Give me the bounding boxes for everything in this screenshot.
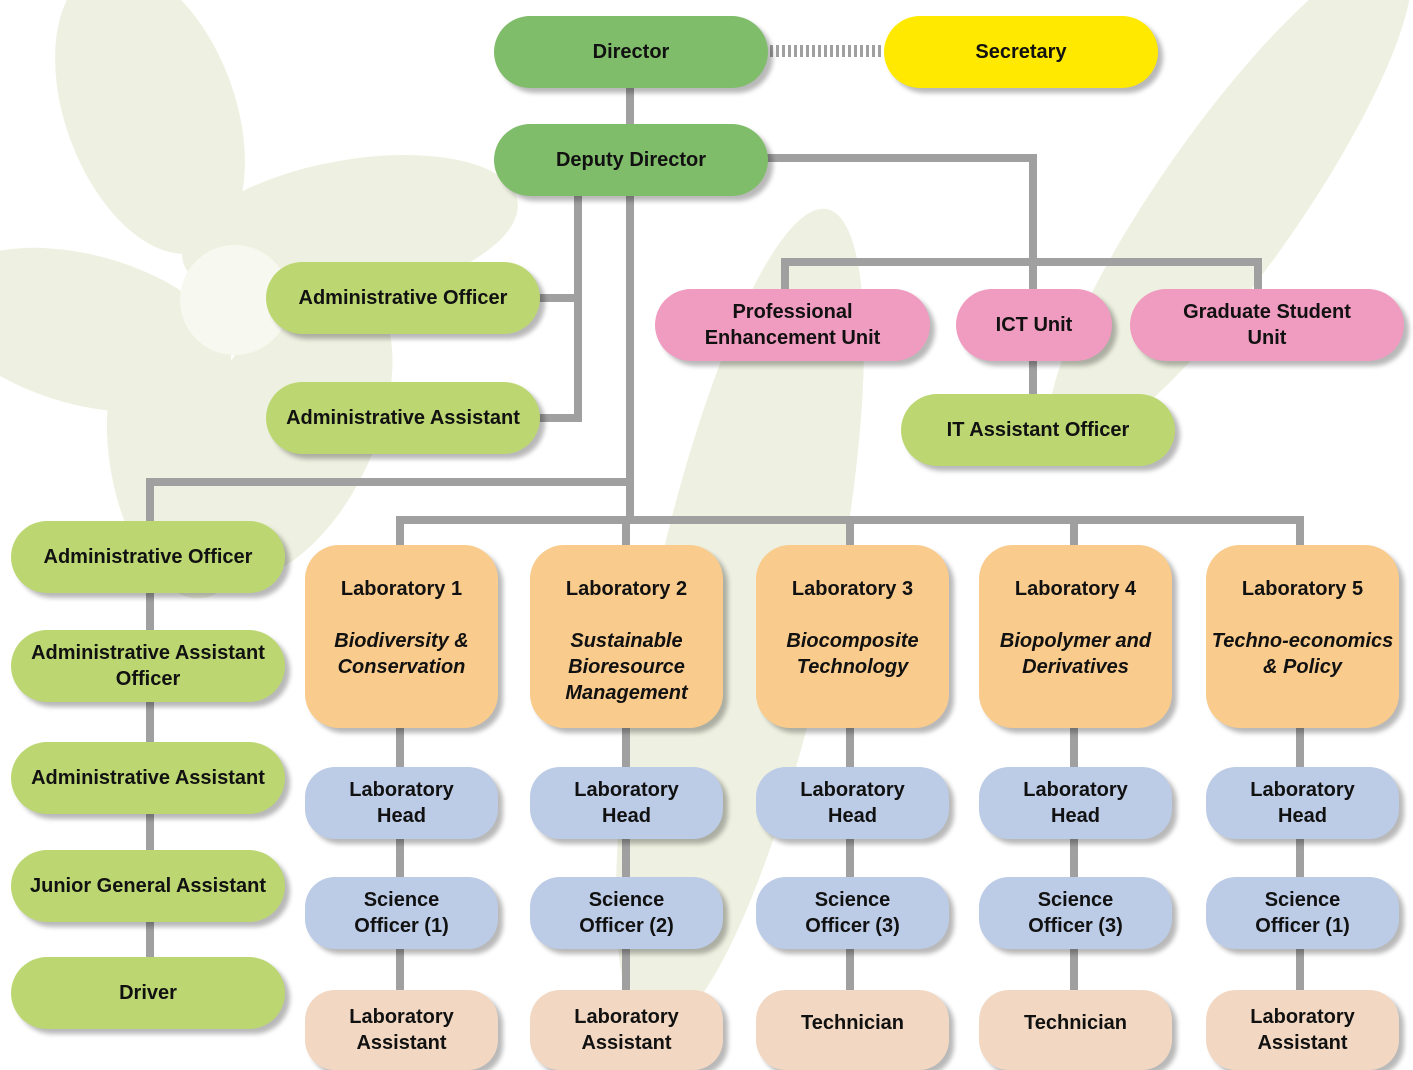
laboratory-2-box: Laboratory 2 Sustainable Bioresource Man… <box>530 545 723 728</box>
support-staff-box: Laboratory Assistant <box>1206 990 1399 1070</box>
professional-enhancement-unit-box: Professional Enhancement Unit <box>655 289 930 361</box>
support-staff-label: Technician <box>1024 1012 1127 1034</box>
laboratory-subtitle: Sustainable Bioresource Management <box>565 630 688 704</box>
laboratory-head-label: Laboratory Head <box>574 779 679 827</box>
laboratory-5-box: Laboratory 5 Techno-economics & Policy <box>1206 545 1399 728</box>
laboratory-head-label: Laboratory Head <box>349 779 454 827</box>
laboratory-1-box: Laboratory 1 Biodiversity & Conservation <box>305 545 498 728</box>
administrative-assistant-upper-box: Administrative Assistant <box>266 382 540 454</box>
it-assistant-officer-label: IT Assistant Officer <box>946 419 1130 441</box>
secretary-label: Secretary <box>975 41 1067 63</box>
admin-column-label: Administrative Officer <box>43 546 253 568</box>
laboratory-3-box: Laboratory 3 Biocomposite Technology <box>756 545 949 728</box>
admin-column-label: Administrative Assistant <box>31 767 265 789</box>
laboratory-title: Laboratory 3 <box>791 578 914 600</box>
connector-line <box>146 478 634 524</box>
admin-column-item: Administrative Assistant Officer <box>11 630 285 702</box>
ict-unit-label: ICT Unit <box>995 314 1073 336</box>
support-staff-box: Laboratory Assistant <box>305 990 498 1070</box>
director-label: Director <box>592 41 670 63</box>
laboratory-head-label: Laboratory Head <box>1250 779 1355 827</box>
laboratory-4-box: Laboratory 4 Biopolymer and Derivatives <box>979 545 1172 728</box>
admin-column-item: Driver <box>11 957 285 1029</box>
laboratory-head-box: Laboratory Head <box>756 767 949 839</box>
graduate-student-unit-label: Graduate Student Unit <box>1183 301 1351 349</box>
administrative-officer-upper-box: Administrative Officer <box>266 262 540 334</box>
it-assistant-officer-box: IT Assistant Officer <box>901 394 1175 466</box>
connector-line <box>781 258 1262 304</box>
science-officer-label: Science Officer (1) <box>1255 889 1350 937</box>
support-staff-label: Laboratory Assistant <box>1250 1006 1355 1054</box>
administrative-assistant-upper-label: Administrative Assistant <box>286 407 520 429</box>
administrative-officer-upper-label: Administrative Officer <box>298 287 508 309</box>
support-staff-box: Technician <box>979 990 1172 1070</box>
support-staff-label: Technician <box>801 1012 904 1034</box>
science-officer-box: Science Officer (2) <box>530 877 723 949</box>
science-officer-label: Science Officer (3) <box>805 889 900 937</box>
science-officer-box: Science Officer (1) <box>1206 877 1399 949</box>
director-box: Director <box>494 16 768 88</box>
secretary-box: Secretary <box>884 16 1158 88</box>
laboratory-head-label: Laboratory Head <box>800 779 905 827</box>
laboratory-subtitle: Biodiversity & Conservation <box>334 630 469 678</box>
laboratory-subtitle: Biocomposite Technology <box>786 630 919 678</box>
petal-shape <box>55 0 245 254</box>
support-staff-label: Laboratory Assistant <box>574 1006 679 1054</box>
flower-center <box>180 245 290 355</box>
science-officer-label: Science Officer (1) <box>354 889 449 937</box>
deputy-director-label: Deputy Director <box>555 149 707 171</box>
laboratory-title: Laboratory 5 <box>1241 578 1364 600</box>
science-officer-box: Science Officer (3) <box>756 877 949 949</box>
ict-unit-box: ICT Unit <box>956 289 1112 361</box>
support-staff-label: Laboratory Assistant <box>349 1006 454 1054</box>
science-officer-label: Science Officer (2) <box>579 889 674 937</box>
graduate-student-unit-box: Graduate Student Unit <box>1130 289 1404 361</box>
laboratory-title: Laboratory 2 <box>565 578 688 600</box>
deputy-director-box: Deputy Director <box>494 124 768 196</box>
professional-enhancement-unit-label: Professional Enhancement Unit <box>704 301 881 349</box>
science-officer-box: Science Officer (1) <box>305 877 498 949</box>
admin-column-item: Administrative Assistant <box>11 742 285 814</box>
laboratory-head-box: Laboratory Head <box>530 767 723 839</box>
laboratory-title: Laboratory 1 <box>340 578 463 600</box>
science-officer-box: Science Officer (3) <box>979 877 1172 949</box>
laboratory-subtitle: Techno-economics & Policy <box>1211 630 1394 678</box>
admin-column-label: Administrative Assistant Officer <box>31 642 265 690</box>
laboratory-head-label: Laboratory Head <box>1023 779 1128 827</box>
admin-column-item: Junior General Assistant <box>11 850 285 922</box>
laboratory-title: Laboratory 4 <box>1014 578 1137 600</box>
laboratory-head-box: Laboratory Head <box>1206 767 1399 839</box>
connector-line <box>764 154 1037 304</box>
admin-column-label: Driver <box>119 982 177 1004</box>
laboratory-subtitle: Biopolymer and Derivatives <box>999 630 1152 678</box>
admin-column-label: Junior General Assistant <box>30 875 266 897</box>
admin-column-item: Administrative Officer <box>11 521 285 593</box>
science-officer-label: Science Officer (3) <box>1028 889 1123 937</box>
support-staff-box: Technician <box>756 990 949 1070</box>
laboratory-head-box: Laboratory Head <box>305 767 498 839</box>
support-staff-box: Laboratory Assistant <box>530 990 723 1070</box>
laboratory-head-box: Laboratory Head <box>979 767 1172 839</box>
